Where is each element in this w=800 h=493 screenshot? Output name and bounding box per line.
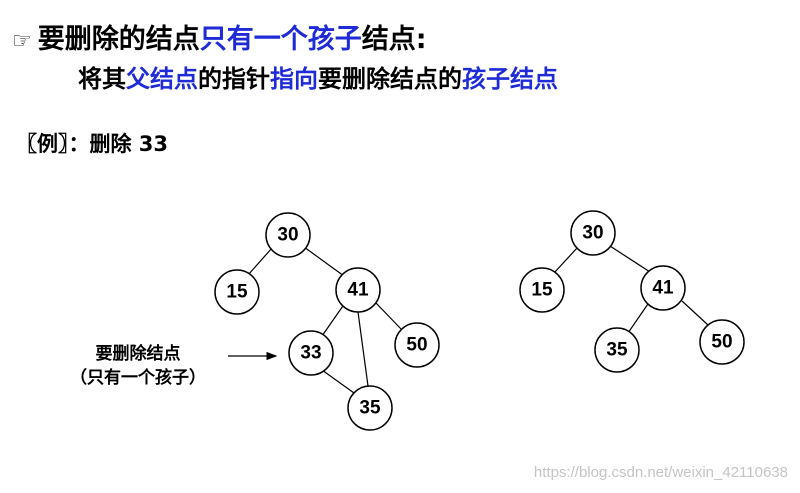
subheading-part-4: 指向: [270, 65, 318, 93]
tree-node-35-after: 35: [594, 327, 640, 373]
after-tree-edges: [553, 245, 709, 334]
edge-41-35-after: [627, 300, 651, 334]
edge-30-41-after: [609, 245, 651, 273]
node-label: 30: [277, 225, 298, 246]
node-label: 30: [582, 223, 603, 244]
edge-33-35: [321, 369, 355, 394]
before-tree-edges: [247, 246, 403, 394]
subheading-part-3: 的指针: [198, 65, 270, 93]
subheading-part-5: 要删除结点的: [318, 65, 462, 93]
subheading-part-1: 将其: [78, 65, 126, 93]
tree-node-30: 30: [265, 212, 311, 258]
subheading: 将其父结点的指针指向要删除结点的孩子结点: [78, 64, 558, 94]
node-label: 50: [711, 332, 732, 353]
node-label: 15: [531, 280, 553, 301]
tree-node-41-after: 41: [640, 265, 686, 311]
edge-30-41: [303, 246, 345, 277]
heading: ☞要删除的结点只有一个孩子结点:: [12, 24, 427, 58]
subheading-part-2: 父结点: [126, 65, 198, 93]
deleted-node-annotation: 要删除结点 （只有一个孩子）: [48, 342, 228, 390]
tree-node-15: 15: [214, 269, 260, 315]
tree-node-35: 35: [347, 385, 393, 431]
tree-node-41: 41: [335, 267, 381, 313]
node-label: 41: [652, 278, 674, 299]
example-label: 〖例〗：删除 33: [16, 132, 169, 156]
annotation-line-1: 要删除结点: [95, 344, 181, 364]
tree-node-30-after: 30: [570, 210, 616, 256]
edge-41-35: [357, 311, 369, 387]
node-label: 35: [606, 340, 628, 361]
node-label: 50: [406, 335, 427, 356]
edge-30-15-after: [553, 246, 579, 274]
annotation-line-2: （只有一个孩子）: [70, 368, 206, 388]
tree-node-15-after: 15: [519, 267, 565, 313]
node-label: 35: [359, 398, 381, 419]
heading-part-2: 只有一个孩子: [199, 24, 362, 55]
node-label: 41: [347, 280, 369, 301]
watermark: https://blog.csdn.net/weixin_42110638: [533, 464, 788, 481]
node-label: 15: [226, 282, 248, 303]
edge-41-33: [321, 302, 346, 337]
tree-node-50: 50: [394, 322, 440, 368]
tree-node-33-deleted: 33: [288, 330, 334, 376]
node-label: 33: [300, 343, 321, 364]
heading-part-3: 结点:: [361, 24, 427, 55]
subheading-part-6: 孩子结点: [462, 65, 558, 93]
edge-41-50: [375, 302, 403, 331]
pointing-hand-icon: ☞: [12, 29, 32, 54]
tree-node-50-after: 50: [699, 319, 745, 365]
edge-30-15: [247, 247, 273, 276]
edge-41-50-after: [681, 300, 709, 326]
heading-part-1: 要删除的结点: [37, 24, 200, 55]
